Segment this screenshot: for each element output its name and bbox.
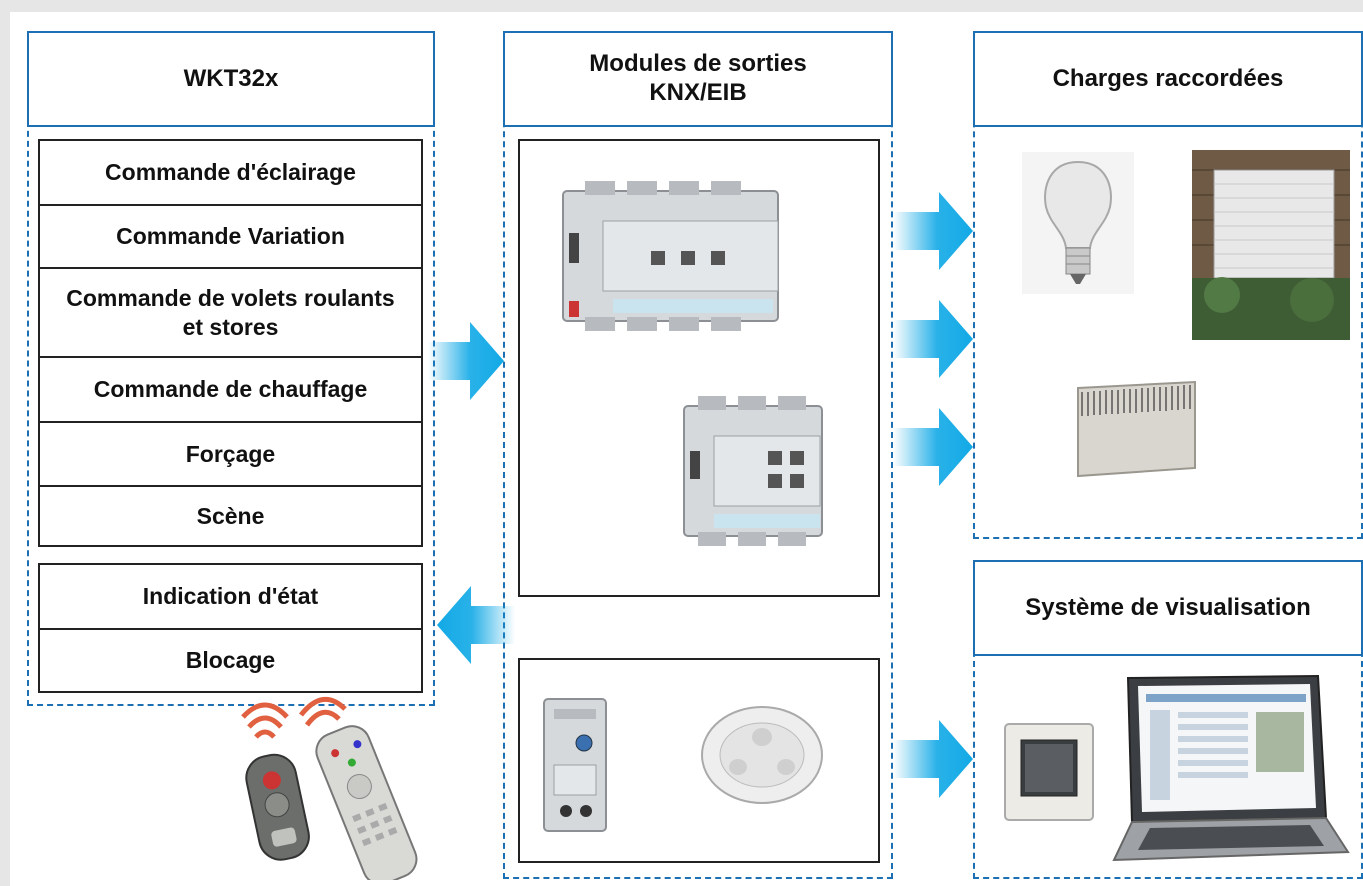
touch-panel-icon bbox=[1003, 722, 1095, 822]
function-shutter-control-label: Commande de volets roulants et stores bbox=[66, 284, 395, 340]
blind-actuator-module-icon bbox=[678, 396, 828, 546]
dimmer-module-icon bbox=[540, 695, 610, 835]
status-indication: Indication d'état bbox=[40, 565, 421, 630]
arrow-modules-to-shutter bbox=[893, 300, 973, 378]
input-devices-box bbox=[518, 658, 880, 863]
output-modules-box bbox=[518, 139, 880, 597]
charges-column-title: Charges raccordées bbox=[973, 31, 1363, 127]
switch-actuator-module-icon bbox=[555, 181, 790, 331]
electric-radiator-icon bbox=[1070, 380, 1200, 478]
function-shutter-control: Commande de volets roulants et stores bbox=[40, 269, 421, 358]
wkt-functions-list: Commande d'éclairage Commande Variation … bbox=[38, 139, 423, 547]
roller-shutter-icon bbox=[1192, 150, 1350, 340]
wkt-status-list: Indication d'état Blocage bbox=[38, 563, 423, 693]
arrow-modules-to-wkt bbox=[437, 586, 515, 664]
modules-column-title-text: Modules de sorties KNX/EIB bbox=[589, 50, 807, 106]
function-forcing: Forçage bbox=[40, 423, 421, 487]
arrow-modules-to-bulb bbox=[893, 192, 973, 270]
laptop-icon bbox=[1110, 672, 1350, 872]
arrow-wkt-to-modules bbox=[428, 322, 504, 400]
light-bulb-icon bbox=[1022, 152, 1134, 294]
visualisation-column-title: Système de visualisation bbox=[973, 560, 1363, 656]
presence-detector-icon bbox=[700, 705, 825, 810]
function-scene: Scène bbox=[196, 502, 265, 529]
function-dimming-control: Commande Variation bbox=[40, 206, 421, 269]
function-heating-control: Commande de chauffage bbox=[40, 358, 421, 423]
remote-control-icon bbox=[225, 685, 435, 886]
wkt-column-title: WKT32x bbox=[27, 31, 435, 127]
modules-column-title: Modules de sorties KNX/EIB bbox=[503, 31, 893, 127]
function-lighting-control: Commande d'éclairage bbox=[40, 141, 421, 206]
arrow-modules-to-radiator bbox=[893, 408, 973, 486]
arrow-modules-to-visualisation bbox=[893, 720, 973, 798]
status-blocking: Blocage bbox=[185, 647, 276, 674]
